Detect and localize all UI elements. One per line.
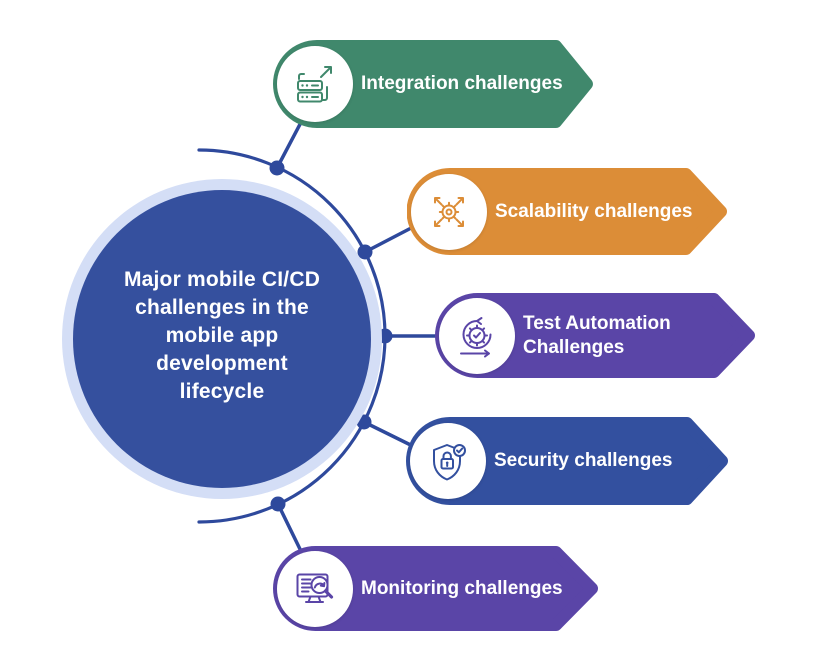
test-automation-label: Test Automation Challenges [523, 312, 671, 358]
connector-dot [357, 244, 373, 260]
integration-icon-circle [277, 46, 353, 122]
center-title-line: development [156, 352, 288, 375]
gear-expand-arrows-icon [434, 196, 464, 227]
integration-servers-arrow-icon [297, 66, 332, 103]
test-automation-icon-circle [439, 297, 515, 374]
integration-label: Integration challenges [361, 73, 563, 94]
center-title-line: Major mobile CI/CD [123, 268, 321, 291]
connector-dot [270, 496, 286, 512]
item-monitoring-banner: Monitoring challenges [273, 546, 598, 631]
center-circle [73, 190, 371, 488]
monitoring-label: Monitoring challenges [361, 577, 563, 599]
item-test-automation-banner: Test Automation Challenges [435, 293, 756, 378]
center-title: Major mobile CI/CD challenges in the mob… [92, 266, 352, 406]
connector-dot [269, 160, 285, 176]
center-title-line: mobile app [165, 324, 279, 347]
item-security-banner: Security challenges [406, 417, 728, 505]
gear-check-cycle-icon [460, 316, 492, 357]
monitoring-icon-circle [277, 550, 353, 627]
shield-lock-check-icon [433, 444, 466, 481]
item-scalability-banner: Scalability challenges [407, 168, 728, 255]
monitor-magnifier-chart-icon [296, 573, 334, 603]
center-title-line: lifecycle [179, 380, 265, 403]
security-icon-circle [410, 423, 486, 499]
item-integration-banner: Integration challenges [273, 40, 593, 128]
center-title-line: challenges in the [135, 296, 309, 319]
scalability-label: Scalability challenges [495, 200, 693, 222]
security-label: Security challenges [494, 450, 673, 471]
scalability-icon-circle [411, 173, 487, 250]
